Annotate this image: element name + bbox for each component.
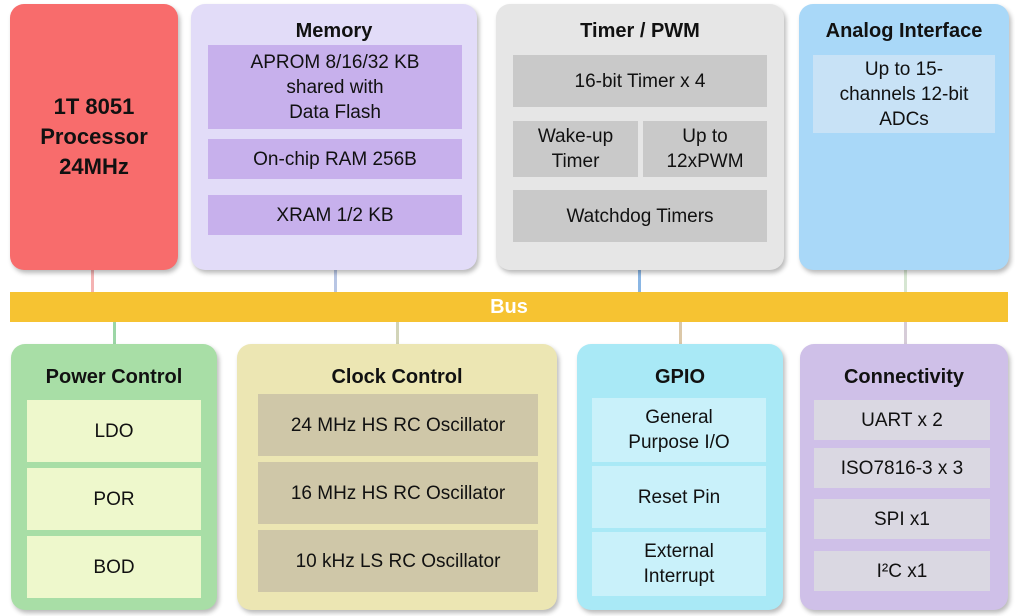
memory-aprom: APROM 8/16/32 KB shared with Data Flash xyxy=(208,45,462,129)
timer-watchdog: Watchdog Timers xyxy=(513,190,767,242)
clock-10khz: 10 kHz LS RC Oscillator xyxy=(258,530,538,592)
connectivity-spi: SPI x1 xyxy=(814,499,990,539)
memory-ram: On-chip RAM 256B xyxy=(208,139,462,179)
power-por: POR xyxy=(27,468,201,530)
gpio-title: GPIO xyxy=(654,366,705,388)
power-block: Power Control LDO POR BOD xyxy=(11,344,217,610)
gpio-block: GPIO General Purpose I/O Reset Pin Exter… xyxy=(577,344,783,610)
gpio-reset-pin: Reset Pin xyxy=(592,466,766,528)
connectivity-uart: UART x 2 xyxy=(814,400,990,440)
timer-pwm: Up to 12xPWM xyxy=(643,121,767,177)
memory-xram: XRAM 1/2 KB xyxy=(208,195,462,235)
memory-block: Memory APROM 8/16/32 KB shared with Data… xyxy=(191,4,477,270)
clock-24mhz: 24 MHz HS RC Oscillator xyxy=(258,394,538,456)
timer-bus-connector xyxy=(638,268,641,292)
processor-label: 1T 8051 Processor 24MHz xyxy=(40,94,148,179)
bus-label: Bus xyxy=(490,295,528,318)
connectivity-block: Connectivity UART x 2 ISO7816-3 x 3 SPI … xyxy=(800,344,1008,610)
connectivity-bus-connector xyxy=(904,322,907,346)
power-bus-connector xyxy=(113,322,116,346)
analog-bus-connector xyxy=(904,268,907,292)
gpio-external-interrupt: External Interrupt xyxy=(592,532,766,596)
connectivity-i2c: I²C x1 xyxy=(814,551,990,591)
connectivity-title: Connectivity xyxy=(843,366,965,388)
memory-title: Memory xyxy=(295,20,373,42)
timer-16bit: 16-bit Timer x 4 xyxy=(513,55,767,107)
processor-bus-connector xyxy=(91,268,94,292)
analog-title: Analog Interface xyxy=(825,20,983,42)
gpio-general-purpose: General Purpose I/O xyxy=(592,398,766,462)
power-bod: BOD xyxy=(27,536,201,598)
timer-wakeup: Wake-up Timer xyxy=(513,121,638,177)
memory-bus-connector xyxy=(334,268,337,292)
bus-bar: Bus xyxy=(10,292,1008,322)
timer-title: Timer / PWM xyxy=(580,20,700,42)
clock-16mhz: 16 MHz HS RC Oscillator xyxy=(258,462,538,524)
connectivity-iso7816: ISO7816-3 x 3 xyxy=(814,448,990,488)
power-title: Power Control xyxy=(45,366,183,388)
clock-block: Clock Control 24 MHz HS RC Oscillator 16… xyxy=(237,344,557,610)
timer-block: Timer / PWM 16-bit Timer x 4 Wake-up Tim… xyxy=(496,4,784,270)
gpio-bus-connector xyxy=(679,322,682,346)
analog-adc: Up to 15- channels 12-bit ADCs xyxy=(813,55,995,133)
processor-block: 1T 8051 Processor 24MHz xyxy=(10,4,178,270)
analog-block: Analog Interface Up to 15- channels 12-b… xyxy=(799,4,1009,270)
power-ldo: LDO xyxy=(27,400,201,462)
clock-title: Clock Control xyxy=(331,366,463,388)
clock-bus-connector xyxy=(396,322,399,346)
